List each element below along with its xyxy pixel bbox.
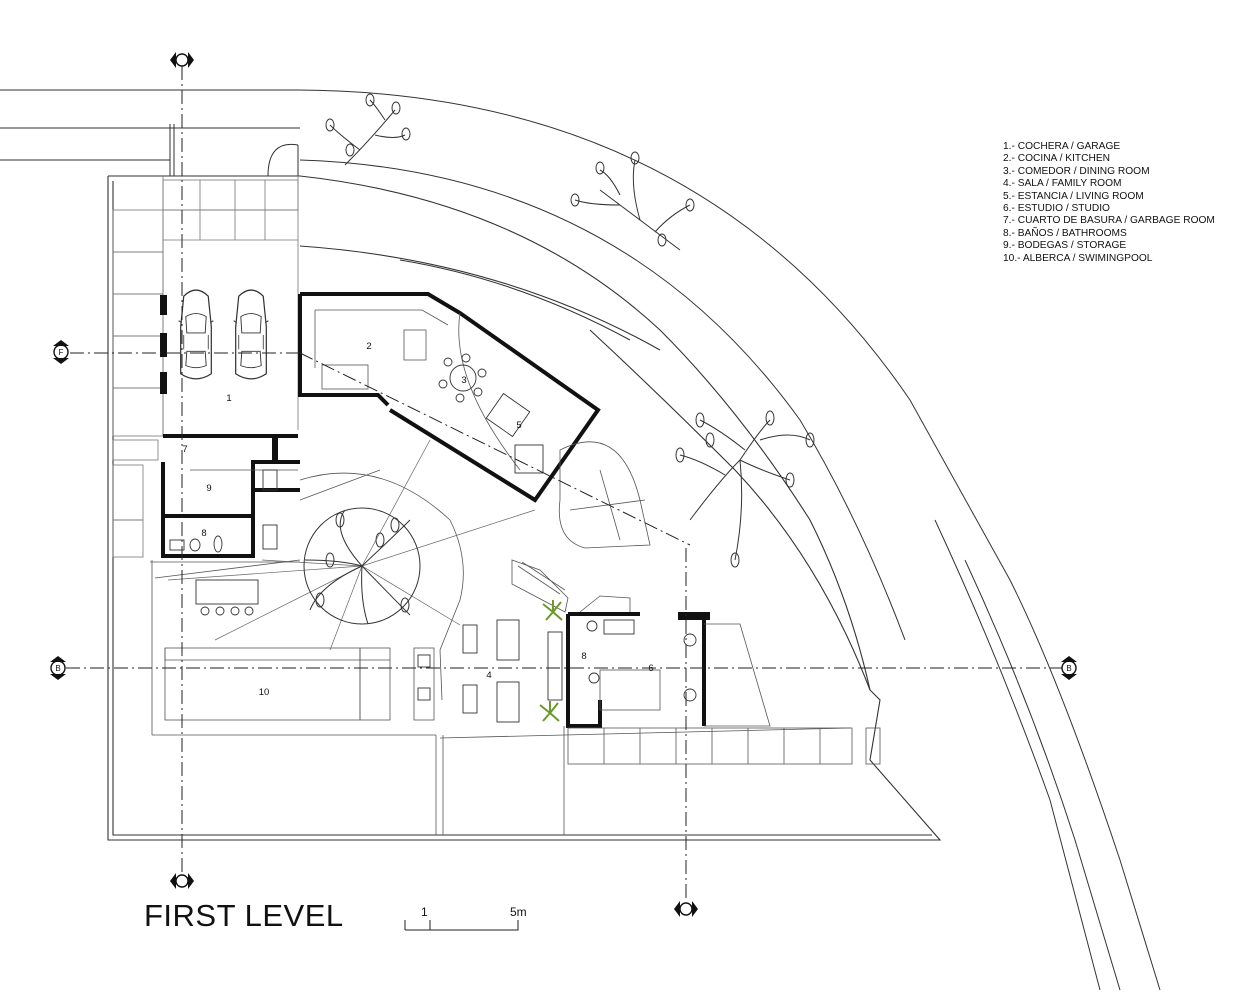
interior-lines xyxy=(150,309,881,835)
room-number-garbage: 7 xyxy=(182,444,187,455)
section-marker-f: F xyxy=(53,340,69,364)
section-marker-b-left: B xyxy=(50,656,66,680)
legend-item: 2.- COCINA / KITCHEN xyxy=(1003,153,1110,165)
room-number-dining: 3 xyxy=(461,375,466,386)
car-right xyxy=(233,289,269,380)
property-outline xyxy=(107,175,942,841)
plan-title: FIRST LEVEL xyxy=(144,898,344,933)
legend-item: 9.- BODEGAS / STORAGE xyxy=(1003,240,1127,252)
scale-bar xyxy=(404,920,519,931)
legend: 1.- COCHERA / GARAGE 2.- COCINA / KITCHE… xyxy=(1003,141,1215,265)
furniture xyxy=(169,353,697,723)
room-number-pool: 10 xyxy=(259,687,270,698)
section-marker-bottom-right xyxy=(674,901,698,917)
garden-tree-1 xyxy=(325,93,411,166)
section-label-b-right: B xyxy=(1066,664,1071,673)
legend-item: 4.- SALA / FAMILY ROOM xyxy=(1003,178,1122,190)
courtyard xyxy=(167,439,536,651)
garage-gate xyxy=(169,124,299,177)
legend-item: 7.- CUARTO DE BASURA / GARBAGE ROOM xyxy=(1003,215,1215,227)
wall-stubs xyxy=(160,295,710,620)
courtyard-tree xyxy=(303,507,421,625)
garage-paving xyxy=(112,176,299,558)
room-number-garage: 1 xyxy=(226,393,231,404)
room-number-kitchen: 2 xyxy=(366,341,371,352)
scale-start-label: 1 xyxy=(421,905,428,919)
plant-icons xyxy=(539,600,563,722)
legend-item: 10.- ALBERCA / SWIMINGPOOL xyxy=(1003,252,1153,264)
legend-item: 8.- BAÑOS / BATHROOMS xyxy=(1003,227,1127,239)
legend-item: 3.- COMEDOR / DINING ROOM xyxy=(1003,165,1150,177)
street-lines xyxy=(0,89,1161,991)
garden-tree-3 xyxy=(675,410,815,568)
room-number-storage: 9 xyxy=(206,483,211,494)
room-number-bath-b: 8 xyxy=(581,651,586,662)
room-number-studio: 6 xyxy=(648,663,653,674)
section-marker-bottom-left xyxy=(170,873,194,889)
garden-tree-2 xyxy=(570,151,695,251)
section-lines xyxy=(66,66,1062,900)
section-label-b-left: B xyxy=(55,664,60,673)
section-label-f: F xyxy=(59,348,64,357)
main-walls xyxy=(161,292,706,728)
car-left xyxy=(178,289,214,380)
section-marker-top xyxy=(170,52,194,68)
scale-end-label: 5m xyxy=(510,905,527,919)
legend-item: 5.- ESTANCIA / LIVING ROOM xyxy=(1003,190,1144,202)
room-numbers: 1 2 3 5 7 9 8 4 8 6 10 xyxy=(182,341,653,698)
room-number-family: 4 xyxy=(486,670,491,681)
legend-item: 6.- ESTUDIO / STUDIO xyxy=(1003,203,1110,215)
room-number-living: 5 xyxy=(516,420,521,431)
room-number-bath-a: 8 xyxy=(201,528,206,539)
section-marker-b-right: B xyxy=(1061,656,1077,680)
legend-item: 1.- COCHERA / GARAGE xyxy=(1003,141,1121,152)
